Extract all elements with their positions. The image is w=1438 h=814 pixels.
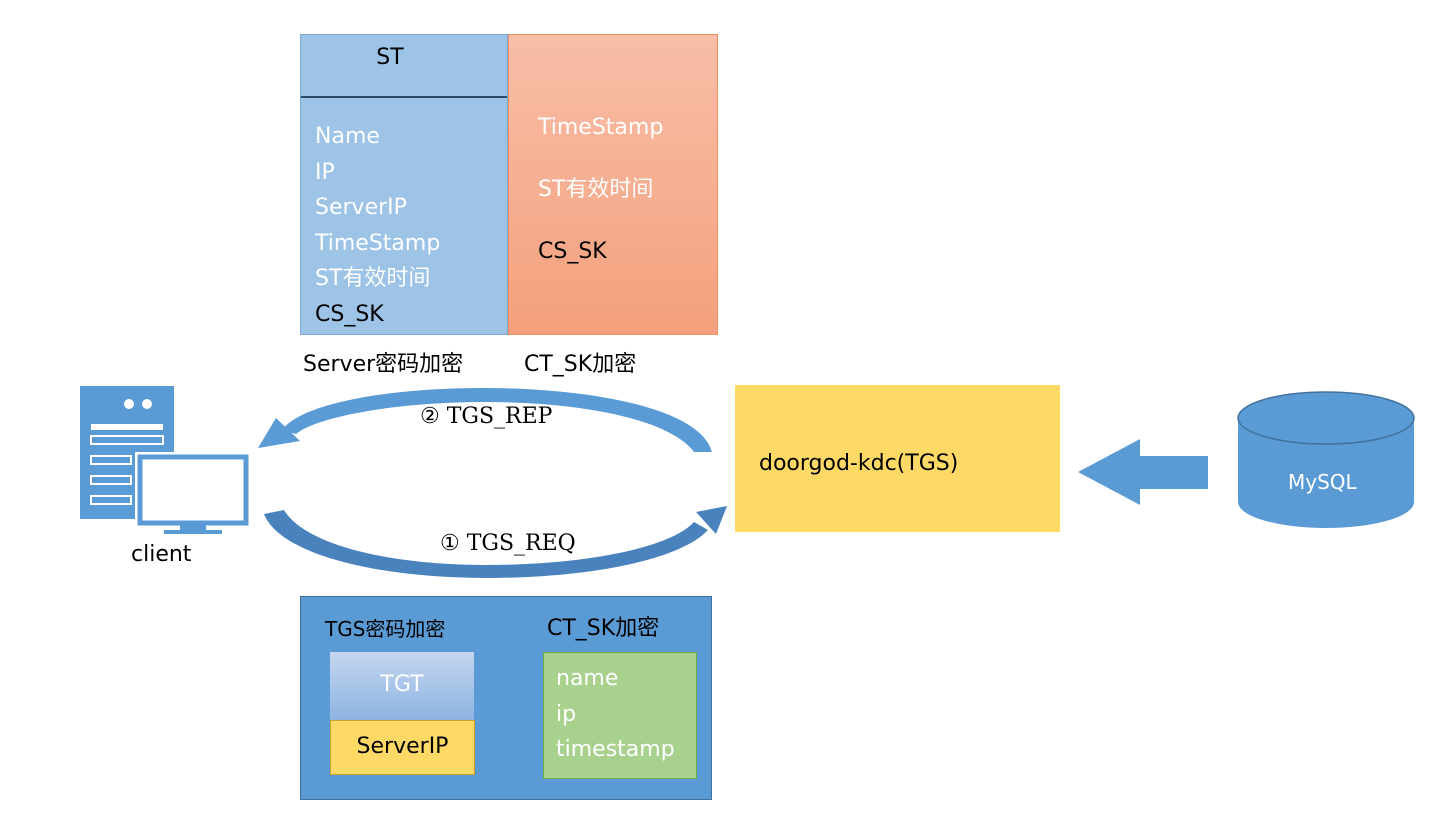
ct-sk-field: TimeStamp [538,115,664,140]
kdc-node: doorgod-kdc(TGS) [735,385,1060,532]
st-field: TimeStamp [315,230,441,256]
tgt-label: TGT [380,672,424,697]
st-field: ServerIP [315,195,407,220]
authenticator-field: timestamp [556,737,675,762]
tgs-req-arrow [264,506,727,578]
database-label: MySQL [1288,470,1357,494]
authenticator-box: name ip timestamp [543,652,697,779]
st-field-list: Name IP ServerIP TimeStamp ST有效时间 CS_SK [315,119,440,332]
request-ct-sk-caption: CT_SK加密 [547,616,660,641]
tgs-key-caption: TGS密码加密 [325,617,446,641]
database-icon [1237,391,1415,528]
ct-sk-field: ST有效时间 [538,177,654,202]
tgs-rep-label: ② TGS_REP [420,404,553,429]
ct-sk-block: TimeStamp ST有效时间 CS_SK [508,34,718,335]
client-label: client [131,542,192,567]
tgt-box: TGT [330,652,474,720]
authenticator-field: name [556,666,619,691]
st-field: ST有效时间 [315,266,431,291]
st-field: CS_SK [315,301,384,327]
tgs-req-label: ① TGS_REQ [440,531,576,556]
st-title: ST [376,45,404,70]
server-ip-box: ServerIP [330,720,475,775]
ct-sk-field-list: TimeStamp ST有效时间 CS_SK [538,97,663,283]
tgs-rep-arrow [258,388,712,452]
kdc-label: doorgod-kdc(TGS) [759,451,959,476]
st-field: Name [315,124,380,149]
authenticator-field: ip [556,701,577,727]
mysql-to-kdc-arrow [1078,439,1208,505]
st-divider [301,96,507,98]
st-ticket-block: ST Name IP ServerIP TimeStamp ST有效时间 CS_… [300,34,508,335]
ct-sk-caption: CT_SK加密 [524,352,637,377]
ct-sk-field: CS_SK [538,239,607,264]
server-ip-label: ServerIP [356,734,449,759]
authenticator-field-list: name ip timestamp [556,661,675,768]
tgs-request-block: TGS密码加密 CT_SK加密 TGT ServerIP name ip tim… [300,596,712,800]
server-key-caption: Server密码加密 [303,352,464,377]
st-field: IP [315,159,335,185]
client-icon [80,386,251,534]
